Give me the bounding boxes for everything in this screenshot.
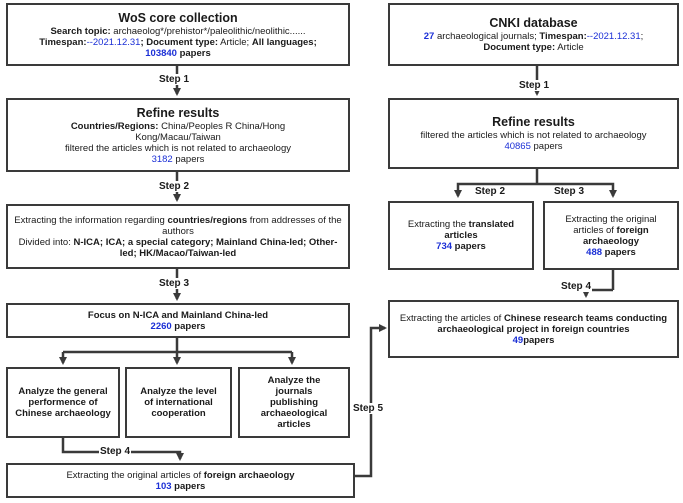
- cnki-doctype-value: Article: [555, 42, 584, 53]
- cnki-teams-count-suffix: papers: [523, 334, 555, 346]
- cnki-doctype-label: Document type:: [483, 42, 556, 53]
- wos-title: WoS core collection: [118, 10, 238, 25]
- wos-focus-count: 2260: [150, 320, 172, 332]
- wos-refine-count-suffix: papers: [172, 153, 205, 165]
- wos-focus-box: Focus on N-ICA and Mainland China-led 22…: [6, 303, 350, 338]
- analyze-journals-text: Analyze the journals publishing archaeol…: [260, 375, 328, 430]
- wos-timespan-value: --2021.12.31: [86, 36, 141, 48]
- cnki-title: CNKI database: [489, 16, 578, 30]
- wos-divided-categories: N-ICA; ICA; a special category; Mainland…: [73, 236, 338, 259]
- cnki-refine-filtered: filtered the articles which is not relat…: [420, 130, 647, 141]
- wos-topic-value: archaeolog*/prehistor*/paleolithic/neoli…: [110, 25, 306, 37]
- wos-extract-box: Extracting the information regarding cou…: [6, 204, 350, 269]
- cnki-foreign-text-b: foreign archaeology: [583, 224, 649, 247]
- wos-count: 103840: [145, 47, 177, 59]
- analyze-cooperation-text: Analyze the level of international coope…: [140, 386, 217, 419]
- cnki-translated-text-a: Extracting the: [407, 219, 469, 230]
- wos-step3-label: Step 3: [158, 278, 191, 289]
- wos-focus-count-suffix: papers: [171, 320, 206, 332]
- cnki-teams-text-b: Chinese research teams conducting archae…: [437, 312, 668, 335]
- cnki-journals-count: 27: [423, 31, 435, 42]
- wos-divided-label: Divided into:: [18, 236, 74, 248]
- arrow-step5: [355, 324, 387, 478]
- step5-label: Step 5: [352, 403, 385, 414]
- wos-refine-count: 3182: [151, 153, 173, 165]
- cnki-refine-box: Refine results filtered the articles whi…: [388, 98, 679, 169]
- cnki-refine-title: Refine results: [492, 115, 575, 129]
- cnki-step3-label: Step 3: [553, 186, 586, 197]
- analyze-journals-box: Analyze the journals publishing archaeol…: [238, 367, 350, 438]
- wos-doctype-label: ; Document type:: [140, 36, 219, 48]
- wos-timespan-label: Timespan:: [39, 36, 87, 48]
- analyze-performance-text: Analyze the general performence of Chine…: [15, 386, 111, 419]
- cnki-foreign-box: Extracting the original articles of fore…: [543, 201, 679, 270]
- wos-extract-text-c: from addresses of the authors: [162, 214, 342, 237]
- cnki-timespan-value: --2021.12.31: [586, 31, 641, 42]
- wos-countries-value: China/Peoples R China/Hong Kong/Macau/Ta…: [135, 120, 286, 143]
- wos-extract-text-a: Extracting the information regarding: [14, 214, 168, 226]
- analyze-cooperation-box: Analyze the level of international coope…: [125, 367, 232, 438]
- wos-foreign-box: Extracting the original articles of fore…: [6, 463, 355, 498]
- wos-foreign-count-suffix: papers: [171, 480, 206, 492]
- wos-refine-filtered: filtered the articles which is not relat…: [64, 142, 291, 154]
- cnki-translated-box: Extracting the translated articles 734 p…: [388, 201, 534, 270]
- wos-step2-label: Step 2: [158, 181, 191, 192]
- wos-foreign-text-b: foreign archaeology: [203, 469, 295, 481]
- wos-refine-box: Refine results Countries/Regions: China/…: [6, 98, 350, 172]
- cnki-chinese-teams-box: Extracting the articles of Chinese resea…: [388, 300, 679, 358]
- wos-source-box: WoS core collection Search topic: archae…: [6, 3, 350, 66]
- cnki-teams-text-a: Extracting the articles of: [399, 312, 504, 324]
- analyze-performance-box: Analyze the general performence of Chine…: [6, 367, 120, 438]
- wos-extract-countries: countries/regions: [167, 214, 248, 226]
- wos-refine-title: Refine results: [136, 105, 220, 120]
- wos-count-suffix: papers: [176, 47, 211, 59]
- cnki-step2-label: Step 2: [474, 186, 507, 197]
- wos-countries-label: Countries/Regions:: [70, 120, 159, 132]
- wos-foreign-text-a: Extracting the original articles of: [66, 469, 204, 481]
- cnki-foreign-count: 488: [586, 246, 603, 258]
- wos-doctype-value: Article;: [218, 36, 252, 48]
- wos-foreign-count: 103: [155, 480, 172, 492]
- wos-language: All languages;: [251, 36, 317, 48]
- cnki-translated-text-b: translated articles: [444, 219, 515, 241]
- cnki-foreign-count-suffix: papers: [602, 246, 636, 258]
- wos-focus-title: Focus on N-ICA and Mainland China-led: [87, 309, 269, 321]
- cnki-refine-count: 40865: [504, 141, 531, 152]
- wos-step1-label: Step 1: [158, 74, 191, 85]
- cnki-teams-count: 49: [512, 334, 524, 346]
- cnki-translated-count: 734: [436, 241, 453, 252]
- arrow-cnki-step3: [537, 182, 617, 198]
- arrow-cnki-step2: [454, 182, 537, 198]
- cnki-step4-label: Step 4: [560, 281, 593, 292]
- cnki-foreign-text-a: Extracting the original articles of: [565, 213, 657, 236]
- wos-topic-label: Search topic:: [50, 25, 111, 37]
- cnki-step1-label: Step 1: [518, 80, 551, 91]
- cnki-source-box: CNKI database 27 archaeological journals…: [388, 3, 679, 66]
- cnki-journals-text: archaeological journals;: [434, 31, 540, 42]
- cnki-translated-count-suffix: papers: [452, 241, 486, 252]
- wos-step4-label: Step 4: [99, 446, 132, 457]
- cnki-timespan-label: Timespan:: [539, 31, 587, 42]
- cnki-refine-count-suffix: papers: [530, 141, 563, 152]
